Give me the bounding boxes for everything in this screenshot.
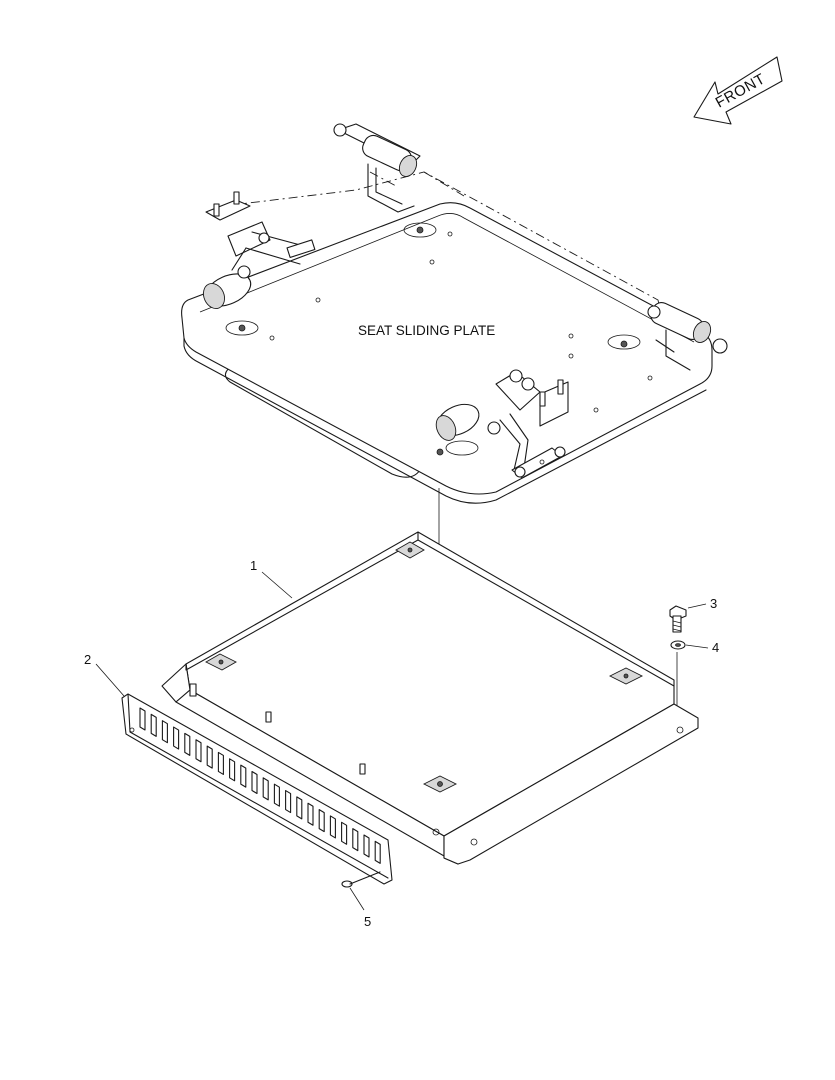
left-latch-assembly (202, 191, 316, 310)
louver-slot (173, 726, 180, 750)
louver-slot (273, 783, 280, 807)
louver-slot (229, 758, 236, 782)
base-plate (161, 531, 699, 865)
callout-3: 3 (687, 596, 717, 611)
louver-slot (195, 739, 202, 763)
washer (670, 640, 686, 650)
right-roller-assembly (647, 302, 728, 371)
louvered-cover (121, 693, 393, 885)
top-roller-assembly (333, 123, 421, 213)
louver-slot (251, 770, 258, 795)
seat-sliding-plate-label: SEAT SLIDING PLATE (358, 323, 495, 338)
louver-slot (161, 720, 168, 744)
svg-text:4: 4 (712, 640, 719, 655)
louver-slot (374, 840, 381, 864)
callout-1: 1 (250, 558, 293, 599)
bolt (669, 605, 687, 633)
callout-4: 4 (685, 640, 719, 655)
screw (341, 871, 381, 888)
louver-slot (217, 751, 224, 775)
louver-slot (139, 707, 146, 731)
svg-text:5: 5 (364, 914, 371, 929)
louver-slot (296, 796, 303, 820)
louver-slot (206, 745, 213, 769)
louver-slot (184, 732, 191, 756)
louver-slot (341, 821, 348, 845)
louver-slot (329, 815, 336, 839)
louver-slot (262, 777, 269, 801)
louver-slot (240, 764, 247, 788)
louver-slot (318, 809, 325, 833)
callout-2: 2 (84, 652, 125, 697)
svg-text:3: 3 (710, 596, 717, 611)
front-arrow: FRONT (693, 56, 783, 125)
seat-sliding-plate: SEAT SLIDING PLATE (181, 123, 728, 504)
callout-5: 5 (349, 887, 371, 929)
louver-slot (150, 713, 157, 737)
svg-text:2: 2 (84, 652, 91, 667)
svg-text:1: 1 (250, 558, 257, 573)
right-latch-assembly (435, 369, 569, 479)
louver-slot (352, 828, 359, 852)
louver-slot (285, 790, 292, 814)
louver-slot (363, 834, 370, 858)
louver-slot (307, 802, 314, 826)
